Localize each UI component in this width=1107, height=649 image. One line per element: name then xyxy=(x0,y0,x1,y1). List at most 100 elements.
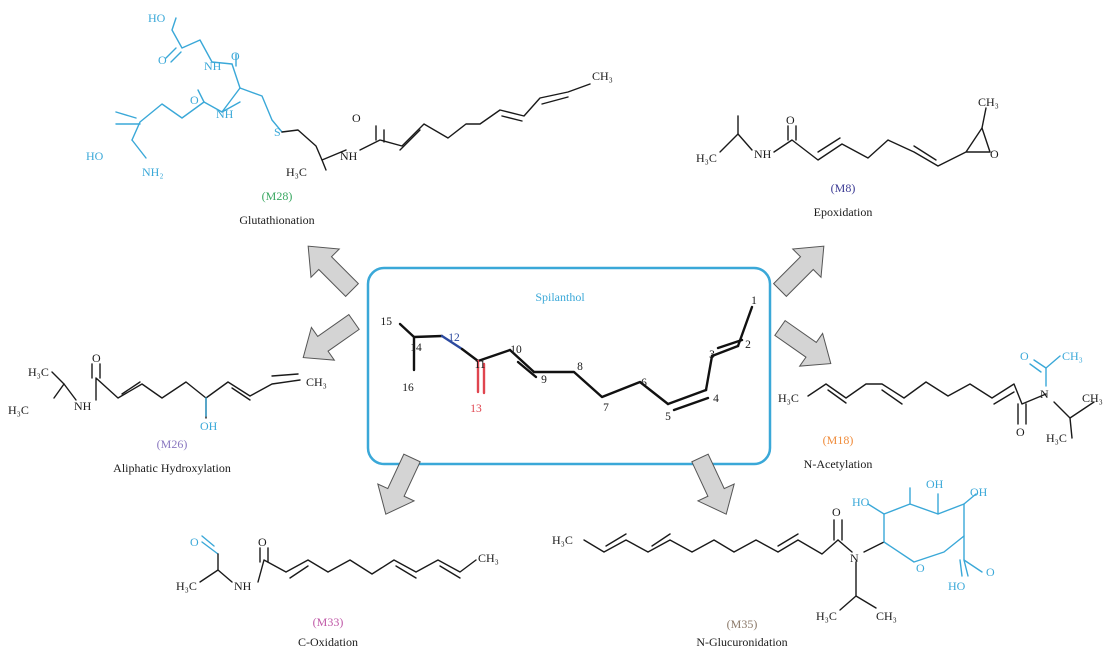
m8-atom-ch3: CH₃ xyxy=(978,95,999,109)
m28-atom-ch3: CH₃ xyxy=(592,69,613,83)
atom-9: 9 xyxy=(541,374,547,386)
m28-atom-o-left: O xyxy=(190,93,199,107)
m26-chain xyxy=(51,363,301,419)
m26-atom-nh: NH xyxy=(74,399,92,413)
arrow-to-glucuronidation xyxy=(691,453,735,515)
metabolite-m35: H₃C O N HO OH OH O O HO H₃C CH₃ (M35) N-… xyxy=(552,477,995,649)
m18-chain xyxy=(807,355,1095,439)
atom-6: 6 xyxy=(641,377,647,389)
m8-atom-o-epoxide: O xyxy=(990,147,999,161)
m26-atom-h3c-bottom: H₃C xyxy=(8,403,29,417)
m26-atom-h3c-top: H₃C xyxy=(28,365,49,379)
atom-7: 7 xyxy=(603,402,609,414)
arrow-to-c-oxidation xyxy=(377,453,421,515)
m26-atom-o: O xyxy=(92,351,101,365)
m35-atom-oh-top: OH xyxy=(926,477,944,491)
core-box xyxy=(366,266,772,466)
atom-16: 16 xyxy=(402,382,414,394)
m35-atom-h3c-bottom: H₃C xyxy=(816,609,837,623)
m18-atom-n: N xyxy=(1040,387,1049,401)
spilanthol-core: Spilanthol 15 14 12 16 11 13 10 xyxy=(366,266,772,466)
m35-atom-ch3-bottom: CH₃ xyxy=(876,609,897,623)
m8-atom-o: O xyxy=(786,113,795,127)
m28-glutathione-part xyxy=(115,17,283,159)
m8-atom-h3c: H₃C xyxy=(696,151,717,165)
m8-chain xyxy=(719,107,991,167)
atom-1: 1 xyxy=(751,295,757,307)
atom-13: 13 xyxy=(470,403,482,415)
arrow-to-glutathionation xyxy=(307,245,360,298)
m18-atom-ch3-right: CH₃ xyxy=(1082,391,1103,405)
m33-reaction: C-Oxidation xyxy=(298,635,358,649)
m28-atom-o-chain: O xyxy=(352,111,361,125)
metabolite-m33: O O H₃C NH CH₃ (M33) C-Oxidation xyxy=(176,535,499,649)
m33-atom-h3c: H₃C xyxy=(176,579,197,593)
m35-atom-ho-acid: HO xyxy=(948,579,966,593)
m26-atom-ch3: CH₃ xyxy=(306,375,327,389)
m33-atom-o: O xyxy=(258,535,267,549)
m33-id: (M33) xyxy=(313,615,344,629)
atom-15: 15 xyxy=(381,316,393,328)
m8-atom-labels: CH₃ O H₃C NH O xyxy=(696,95,999,165)
core-atom-numbers: 15 14 12 16 11 13 10 9 8 7 6 5 4 3 2 1 xyxy=(381,295,758,423)
m18-atom-o: O xyxy=(1016,425,1025,439)
m18-atom-labels: O CH₃ N H₃C O CH₃ H₃C xyxy=(778,349,1103,445)
m18-atom-h3c-left: H₃C xyxy=(778,391,799,405)
m28-chain xyxy=(281,83,591,171)
m28-atom-o-mid: O xyxy=(231,49,240,63)
m26-atom-labels: H₃C H₃C O NH OH CH₃ xyxy=(8,351,327,433)
m28-id: (M28) xyxy=(262,189,293,203)
m28-atom-nh-right: NH xyxy=(340,149,358,163)
reaction-arrows xyxy=(302,245,832,515)
m35-atom-o-carbonyl: O xyxy=(832,505,841,519)
m28-atom-s: S xyxy=(274,125,281,139)
m35-id: (M35) xyxy=(727,617,758,631)
m35-atom-oh-right: OH xyxy=(970,485,988,499)
m35-atom-o-ring: O xyxy=(916,561,925,575)
m8-id: (M8) xyxy=(831,181,856,195)
m35-atom-labels: H₃C O N HO OH OH O O HO H₃C CH₃ xyxy=(552,477,995,623)
metabolite-m8: CH₃ O H₃C NH O (M8) Epoxidation xyxy=(696,95,999,219)
atom-10: 10 xyxy=(510,344,522,356)
m35-reaction: N-Glucuronidation xyxy=(696,635,787,649)
m33-atom-labels: O O H₃C NH CH₃ xyxy=(176,535,499,593)
m28-atom-ho-left: HO xyxy=(86,149,104,163)
metabolite-m26: H₃C H₃C O NH OH CH₃ (M26) Aliphatic Hydr… xyxy=(8,351,327,475)
atom-5: 5 xyxy=(665,411,671,423)
m26-id: (M26) xyxy=(157,437,188,451)
m26-atom-oh: OH xyxy=(200,419,218,433)
atom-2: 2 xyxy=(745,339,751,351)
atom-3: 3 xyxy=(709,349,715,361)
m28-reaction: Glutathionation xyxy=(239,213,314,227)
metabolite-m18: O CH₃ N H₃C O CH₃ H₃C (M18) N-Acetylatio… xyxy=(778,349,1103,471)
arrow-to-acetylation xyxy=(774,319,832,367)
m35-chain xyxy=(583,519,885,611)
m28-atom-ho-top: HO xyxy=(148,11,166,25)
m33-atom-o-aldehyde: O xyxy=(190,535,199,549)
m28-atom-nh-top: NH xyxy=(204,59,222,73)
atom-4: 4 xyxy=(713,393,719,405)
m33-chain xyxy=(199,535,477,583)
m33-atom-ch3: CH₃ xyxy=(478,551,499,565)
m35-atom-h3c: H₃C xyxy=(552,533,573,547)
atom-11: 11 xyxy=(474,359,485,371)
m35-atom-ho-ring: HO xyxy=(852,495,870,509)
atom-12: 12 xyxy=(448,332,460,344)
m18-atom-h3c-bottom: H₃C xyxy=(1046,431,1067,445)
m18-reaction: N-Acetylation xyxy=(804,457,873,471)
metabolite-m28: HO O NH O O HO NH NH S O CH₃ H₃C NH₂ (M2… xyxy=(86,11,613,227)
m8-atom-nh: NH xyxy=(754,147,772,161)
m28-atom-nh2: NH₂ xyxy=(142,165,164,179)
m35-atom-n: N xyxy=(850,551,859,565)
atom-14: 14 xyxy=(410,342,422,354)
m28-atom-h3c: H₃C xyxy=(286,165,307,179)
arrow-to-hydroxylation xyxy=(302,313,360,361)
core-skeleton xyxy=(398,305,754,412)
m26-reaction: Aliphatic Hydroxylation xyxy=(113,461,231,475)
atom-8: 8 xyxy=(577,361,583,373)
m8-reaction: Epoxidation xyxy=(814,205,873,219)
m28-atom-o-top: O xyxy=(158,53,167,67)
core-title: Spilanthol xyxy=(535,290,585,304)
m35-atom-o-acid: O xyxy=(986,565,995,579)
